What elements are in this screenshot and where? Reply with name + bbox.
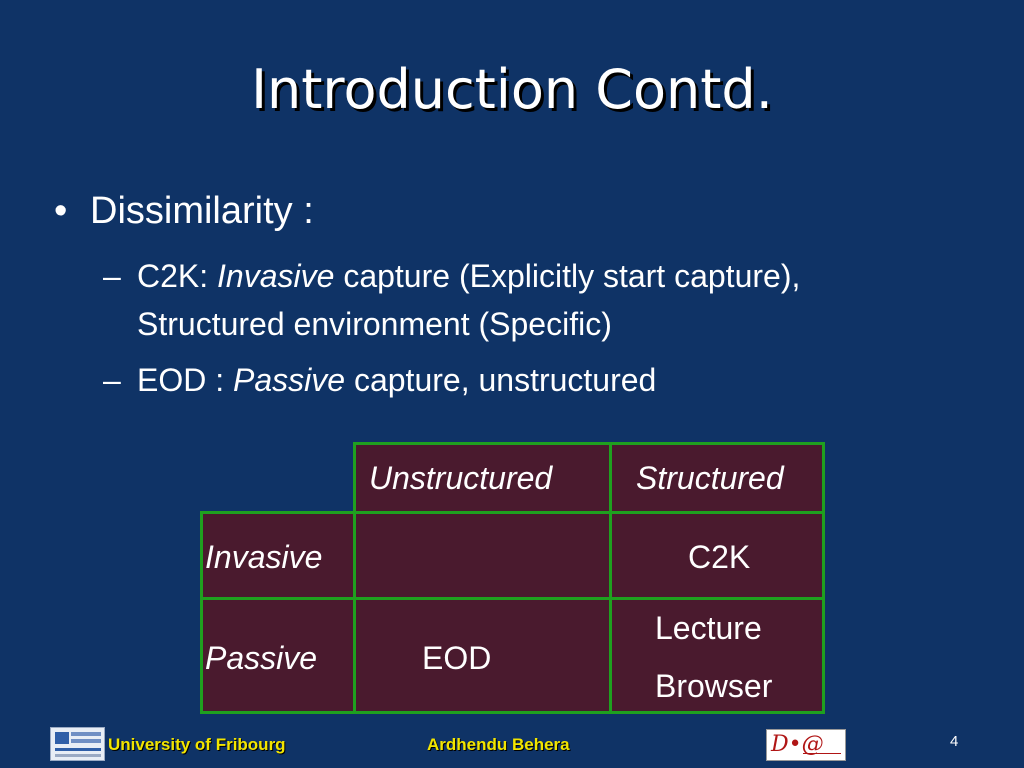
grid-line-bottom [200, 711, 825, 714]
row-label-passive: Passive [205, 640, 318, 676]
university-logo-icon [50, 727, 105, 761]
sub-bullet-prefix: C2K: [137, 258, 218, 294]
body-rows-fill [202, 513, 823, 713]
grid-line-right [822, 442, 825, 714]
sub-bullet-c2k: –C2K: Invasive capture (Explicitly start… [103, 252, 800, 348]
slide-title: Introduction Contd. [251, 58, 773, 121]
sub-bullet-dash: – [103, 362, 121, 398]
sub-bullet-rest: capture (Explicitly start capture), [334, 258, 801, 294]
grid-line-top [353, 442, 825, 445]
grid-line-col2 [609, 442, 612, 714]
diva-logo-icon: D•@ [766, 729, 846, 761]
header-row-fill [355, 444, 823, 513]
sub-bullet-continuation: Structured environment (Specific) [137, 306, 612, 342]
sub-bullet-eod: –EOD : Passive capture, unstructured [103, 356, 656, 404]
sub-bullet-emphasis: Passive [233, 362, 346, 398]
footer-university: University of Fribourg [108, 735, 286, 754]
footer-author: Ardhendu Behera [427, 735, 570, 754]
bullet-dissimilarity: • Dissimilarity : [54, 190, 314, 233]
cell-eod: EOD [422, 640, 492, 676]
cell-lecture: Lecture [655, 610, 762, 646]
page-number: 4 [950, 733, 959, 750]
grid-line-col1 [353, 442, 356, 714]
col-header-structured: Structured [636, 460, 784, 496]
diva-logo-text: D•@ [771, 732, 824, 757]
cell-browser: Browser [655, 668, 773, 704]
sub-bullet-rest: capture, unstructured [345, 362, 657, 398]
sub-bullet-dash: – [103, 258, 121, 294]
grid-line-header [200, 511, 825, 514]
row-label-invasive: Invasive [205, 539, 323, 575]
sub-bullet-emphasis: Invasive [217, 258, 335, 294]
bullet-label: Dissimilarity : [90, 190, 314, 232]
col-header-unstructured: Unstructured [369, 460, 553, 496]
grid-line-left [200, 511, 203, 714]
bullet-marker: • [54, 190, 68, 232]
cell-c2k: C2K [688, 539, 751, 575]
sub-bullet-prefix: EOD : [137, 362, 234, 398]
grid-line-mid [200, 597, 825, 600]
